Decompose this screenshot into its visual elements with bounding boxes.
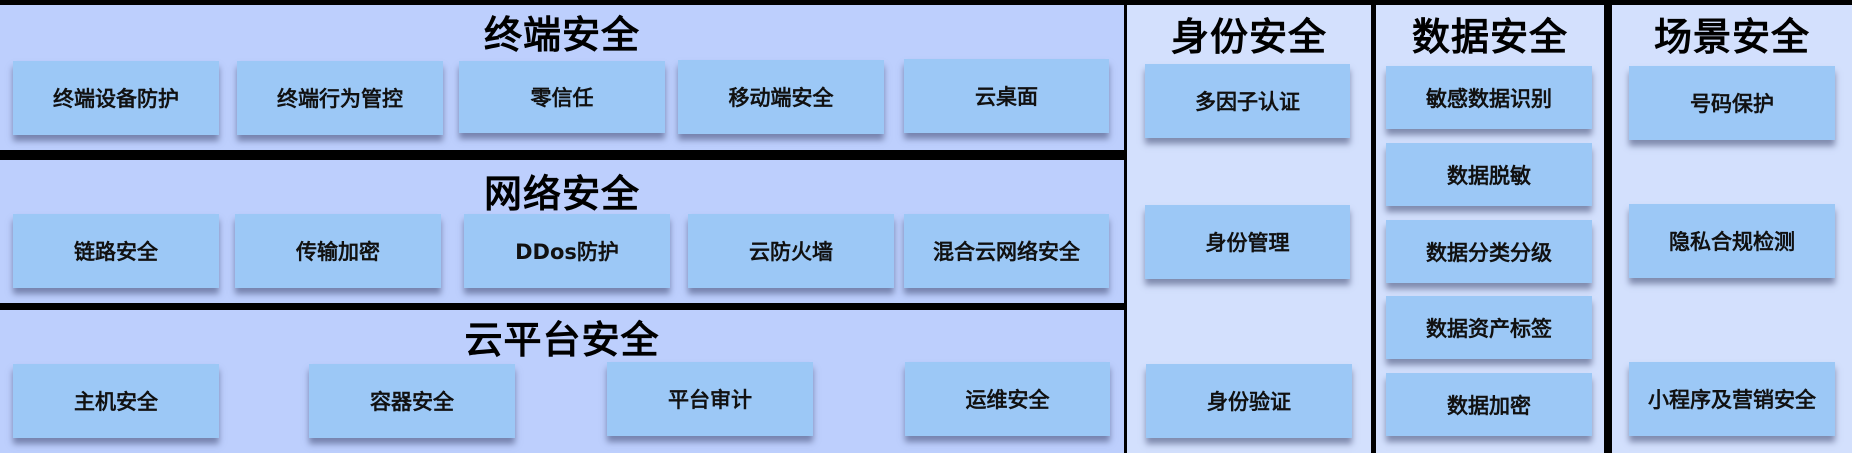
box-zero-trust: 零信任 (459, 61, 665, 133)
identity-security-title: 身份安全 (1170, 15, 1327, 59)
box-container-security: 容器安全 (309, 364, 515, 438)
box-data-asset-labeling: 数据资产标签 (1386, 296, 1592, 359)
network-security-title: 网络安全 (483, 172, 640, 216)
box-host-security: 主机安全 (13, 364, 219, 438)
scenario-security-title: 场景安全 (1653, 15, 1810, 59)
box-mobile-security: 移动端安全 (678, 60, 884, 134)
terminal-security-title: 终端安全 (483, 13, 640, 57)
box-multi-factor-auth: 多因子认证 (1145, 64, 1350, 138)
box-terminal-behavior-control: 终端行为管控 (237, 61, 443, 135)
data-security-title: 数据安全 (1411, 15, 1568, 59)
box-cloud-firewall: 云防火墙 (688, 214, 894, 288)
terminal-security-panel: 终端安全 终端设备防护 终端行为管控 零信任 移动端安全 云桌面 (0, 5, 1124, 150)
box-identity-verification: 身份验证 (1146, 364, 1352, 438)
box-identity-management: 身份管理 (1145, 205, 1350, 279)
box-ddos-protection: DDos防护 (464, 214, 670, 288)
box-number-protection: 号码保护 (1629, 66, 1835, 140)
box-hybrid-cloud-network-security: 混合云网络安全 (904, 214, 1109, 288)
box-ops-security: 运维安全 (905, 362, 1110, 436)
box-platform-audit: 平台审计 (607, 362, 813, 436)
box-privacy-compliance-check: 隐私合规检测 (1629, 204, 1835, 278)
box-data-encryption: 数据加密 (1386, 373, 1592, 436)
box-cloud-desktop: 云桌面 (904, 59, 1109, 133)
box-miniprogram-marketing-security: 小程序及营销安全 (1629, 362, 1835, 436)
cloud-platform-security-title: 云平台安全 (464, 318, 660, 362)
box-terminal-device-protection: 终端设备防护 (13, 61, 219, 135)
box-sensitive-data-identification: 敏感数据识别 (1386, 66, 1592, 129)
box-data-classification: 数据分类分级 (1386, 220, 1592, 283)
cloud-platform-security-panel: 云平台安全 主机安全 容器安全 平台审计 运维安全 (0, 310, 1124, 453)
box-data-masking: 数据脱敏 (1386, 143, 1592, 206)
box-transport-encryption: 传输加密 (235, 214, 441, 288)
scenario-security-column: 场景安全 号码保护 隐私合规检测 小程序及营销安全 (1612, 5, 1852, 453)
data-security-column: 数据安全 敏感数据识别 数据脱敏 数据分类分级 数据资产标签 数据加密 (1376, 5, 1604, 453)
box-link-security: 链路安全 (13, 214, 219, 288)
identity-security-column: 身份安全 多因子认证 身份管理 身份验证 (1127, 5, 1371, 453)
network-security-panel: 网络安全 链路安全 传输加密 DDos防护 云防火墙 混合云网络安全 (0, 160, 1124, 303)
